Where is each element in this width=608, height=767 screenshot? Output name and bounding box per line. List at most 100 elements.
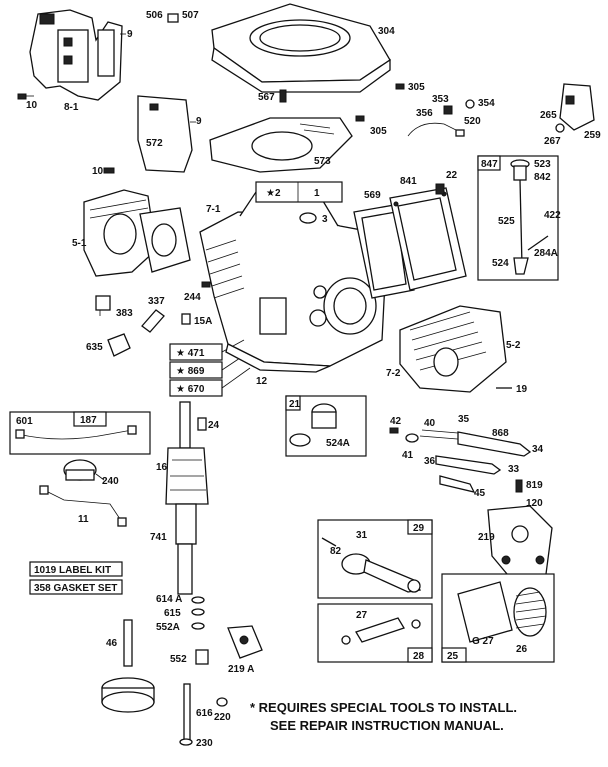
label-82: 82	[330, 546, 342, 557]
label-33: 33	[508, 464, 520, 475]
label-868: 868	[492, 428, 509, 439]
label-28: 28	[413, 651, 425, 662]
head-gasket-7-1	[139, 207, 191, 273]
connecting-rod-31	[341, 553, 422, 593]
label-422: 422	[544, 210, 561, 221]
label-841: 841	[400, 176, 417, 187]
label-7-1: 7-1	[206, 204, 221, 215]
plug-15A	[181, 313, 191, 325]
label-42: 42	[390, 416, 402, 427]
flywheel-46	[101, 619, 155, 713]
label-9b: 9	[196, 116, 202, 127]
label-5-2: 5-2	[506, 340, 521, 351]
label-259: 259	[584, 130, 601, 141]
label-27b: G 27	[472, 636, 494, 647]
label-41: 41	[402, 450, 414, 461]
label-9: 9	[127, 29, 133, 40]
label-5-1: 5-1	[72, 238, 87, 249]
label-k869: ★ 869	[176, 366, 205, 377]
label-219A: 219 A	[228, 664, 254, 675]
label-305b: 305	[370, 126, 387, 137]
crankshaft-16	[165, 401, 209, 595]
note-line-2: SEE REPAIR INSTRUCTION MANUAL.	[270, 718, 504, 733]
label-k471: ★ 471	[176, 348, 205, 359]
label-19: 19	[516, 384, 528, 395]
label-7-2: 7-2	[386, 368, 401, 379]
label-507: 507	[182, 10, 199, 21]
label-616: 616	[196, 708, 213, 719]
cap-552	[195, 649, 209, 665]
label-230: 230	[196, 738, 213, 749]
seal-24	[197, 417, 207, 431]
label-21: 21	[289, 399, 301, 410]
link-11	[39, 485, 127, 527]
label-572: 572	[146, 138, 163, 149]
label-3: 3	[322, 214, 328, 225]
label-520: 520	[464, 116, 481, 127]
nut-507	[167, 13, 179, 23]
label-120: 120	[526, 498, 543, 509]
label-8-1: 8-1	[64, 102, 79, 113]
label-29: 29	[413, 523, 425, 534]
label-614A: 614 A	[156, 594, 182, 605]
label-569: 569	[364, 190, 381, 201]
label-k187: 187	[80, 415, 97, 426]
label-567: 567	[258, 92, 275, 103]
label-220: 220	[214, 712, 231, 723]
valve-assembly	[389, 427, 532, 493]
label-635: 635	[86, 342, 103, 353]
label-31: 31	[356, 530, 368, 541]
screw-82	[321, 537, 337, 547]
label-35: 35	[458, 414, 470, 425]
elbow-635	[107, 333, 131, 357]
screw-244	[201, 281, 211, 288]
label-615: 615	[164, 608, 181, 619]
washers-614A-615	[191, 596, 205, 630]
stop-switch-wire	[407, 99, 475, 137]
label-40: 40	[424, 418, 436, 429]
label-k2: ★2	[266, 188, 281, 199]
air-guide-573	[209, 117, 353, 173]
breather-cover-841	[389, 187, 467, 291]
label-36: 36	[424, 456, 436, 467]
label-219: 219	[478, 532, 495, 543]
label-353: 353	[432, 94, 449, 105]
label-354: 354	[478, 98, 495, 109]
screw-819	[515, 479, 523, 493]
seal-3	[299, 212, 317, 224]
label-524A: 524A	[326, 438, 350, 449]
gasket-set-box	[29, 579, 123, 595]
label-506: 506	[146, 10, 163, 21]
label-46: 46	[106, 638, 118, 649]
screw-567	[279, 89, 287, 103]
label-45: 45	[474, 488, 486, 499]
label-573: 573	[314, 156, 331, 167]
label-16: 16	[156, 462, 168, 473]
label-11: 11	[78, 514, 89, 525]
gear-219A	[227, 625, 263, 659]
label-819: 819	[526, 480, 543, 491]
label-305: 305	[408, 82, 425, 93]
label-284A: 284A	[534, 248, 558, 259]
fuel-pump-240	[63, 459, 105, 481]
governor-219	[487, 505, 553, 581]
label-240: 240	[102, 476, 119, 487]
note-line-1: * REQUIRES SPECIAL TOOLS TO INSTALL.	[250, 700, 517, 715]
fitting-337	[141, 309, 165, 333]
label-10: 10	[26, 100, 38, 111]
label-265: 265	[540, 110, 557, 121]
label-12: 12	[256, 376, 268, 387]
gasket-set: 358 GASKET SET	[34, 583, 117, 594]
label-k670: ★ 670	[176, 384, 205, 395]
label-552: 552	[170, 654, 187, 665]
shaft-616	[179, 683, 193, 746]
label-383: 383	[116, 308, 133, 319]
screw-10	[17, 93, 34, 100]
label-523: 523	[534, 159, 551, 170]
label-741: 741	[150, 532, 167, 543]
label-304: 304	[378, 26, 395, 37]
label-525: 525	[498, 216, 515, 227]
bracket-259	[555, 83, 595, 133]
label-552A: 552A	[156, 622, 180, 633]
